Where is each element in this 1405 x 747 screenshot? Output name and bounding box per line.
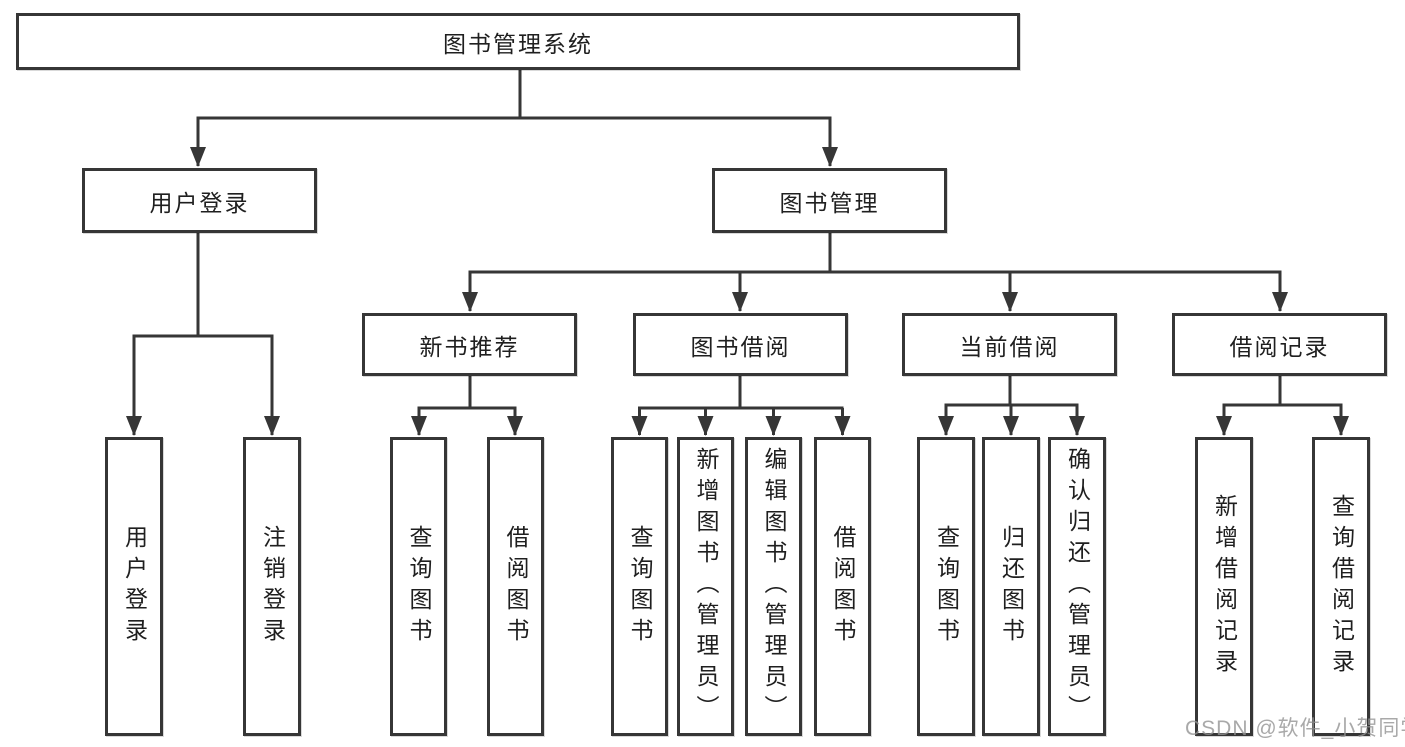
node-book-borrowing: 图书借阅 (633, 313, 848, 376)
connector-group-book-management (462, 230, 1288, 312)
leaf-add-book-admin: 新增图书（管理员） (677, 437, 734, 736)
leaf-newbook-query-books: 查询图书 (390, 437, 447, 736)
node-current-borrowing: 当前借阅 (902, 313, 1117, 376)
connector-group-user-login (126, 230, 280, 436)
node-user-login-branch: 用户登录 (82, 168, 317, 233)
leaf-return-books: 归还图书 (982, 437, 1040, 736)
leaf-current-query-books: 查询图书 (917, 437, 975, 736)
leaf-user-login: 用户登录 (105, 437, 163, 736)
leaf-newbook-borrow-books: 借阅图书 (487, 437, 544, 736)
leaf-confirm-return-admin: 确认归还（管理员） (1048, 437, 1106, 736)
node-root: 图书管理系统 (16, 13, 1020, 70)
node-new-book-recommendation: 新书推荐 (362, 313, 577, 376)
connector-group-new-book (411, 374, 523, 436)
csdn-watermark: CSDN @软件_小贺同学 (1185, 717, 1405, 740)
leaf-edit-book-admin: 编辑图书（管理员） (745, 437, 802, 736)
connector-group-root (190, 66, 838, 167)
leaf-borrowing-borrow-books: 借阅图书 (814, 437, 871, 736)
leaf-query-borrow-record: 查询借阅记录 (1312, 437, 1370, 736)
leaf-borrowing-query-books: 查询图书 (611, 437, 668, 736)
leaf-logout: 注销登录 (243, 437, 301, 736)
leaf-add-borrow-record: 新增借阅记录 (1195, 437, 1253, 736)
connector-group-borrowing-records (1216, 374, 1349, 436)
connector-group-current-borrowing (938, 374, 1085, 436)
node-borrowing-records: 借阅记录 (1172, 313, 1387, 376)
node-book-management: 图书管理 (712, 168, 947, 233)
connector-group-book-borrowing (631, 374, 851, 436)
